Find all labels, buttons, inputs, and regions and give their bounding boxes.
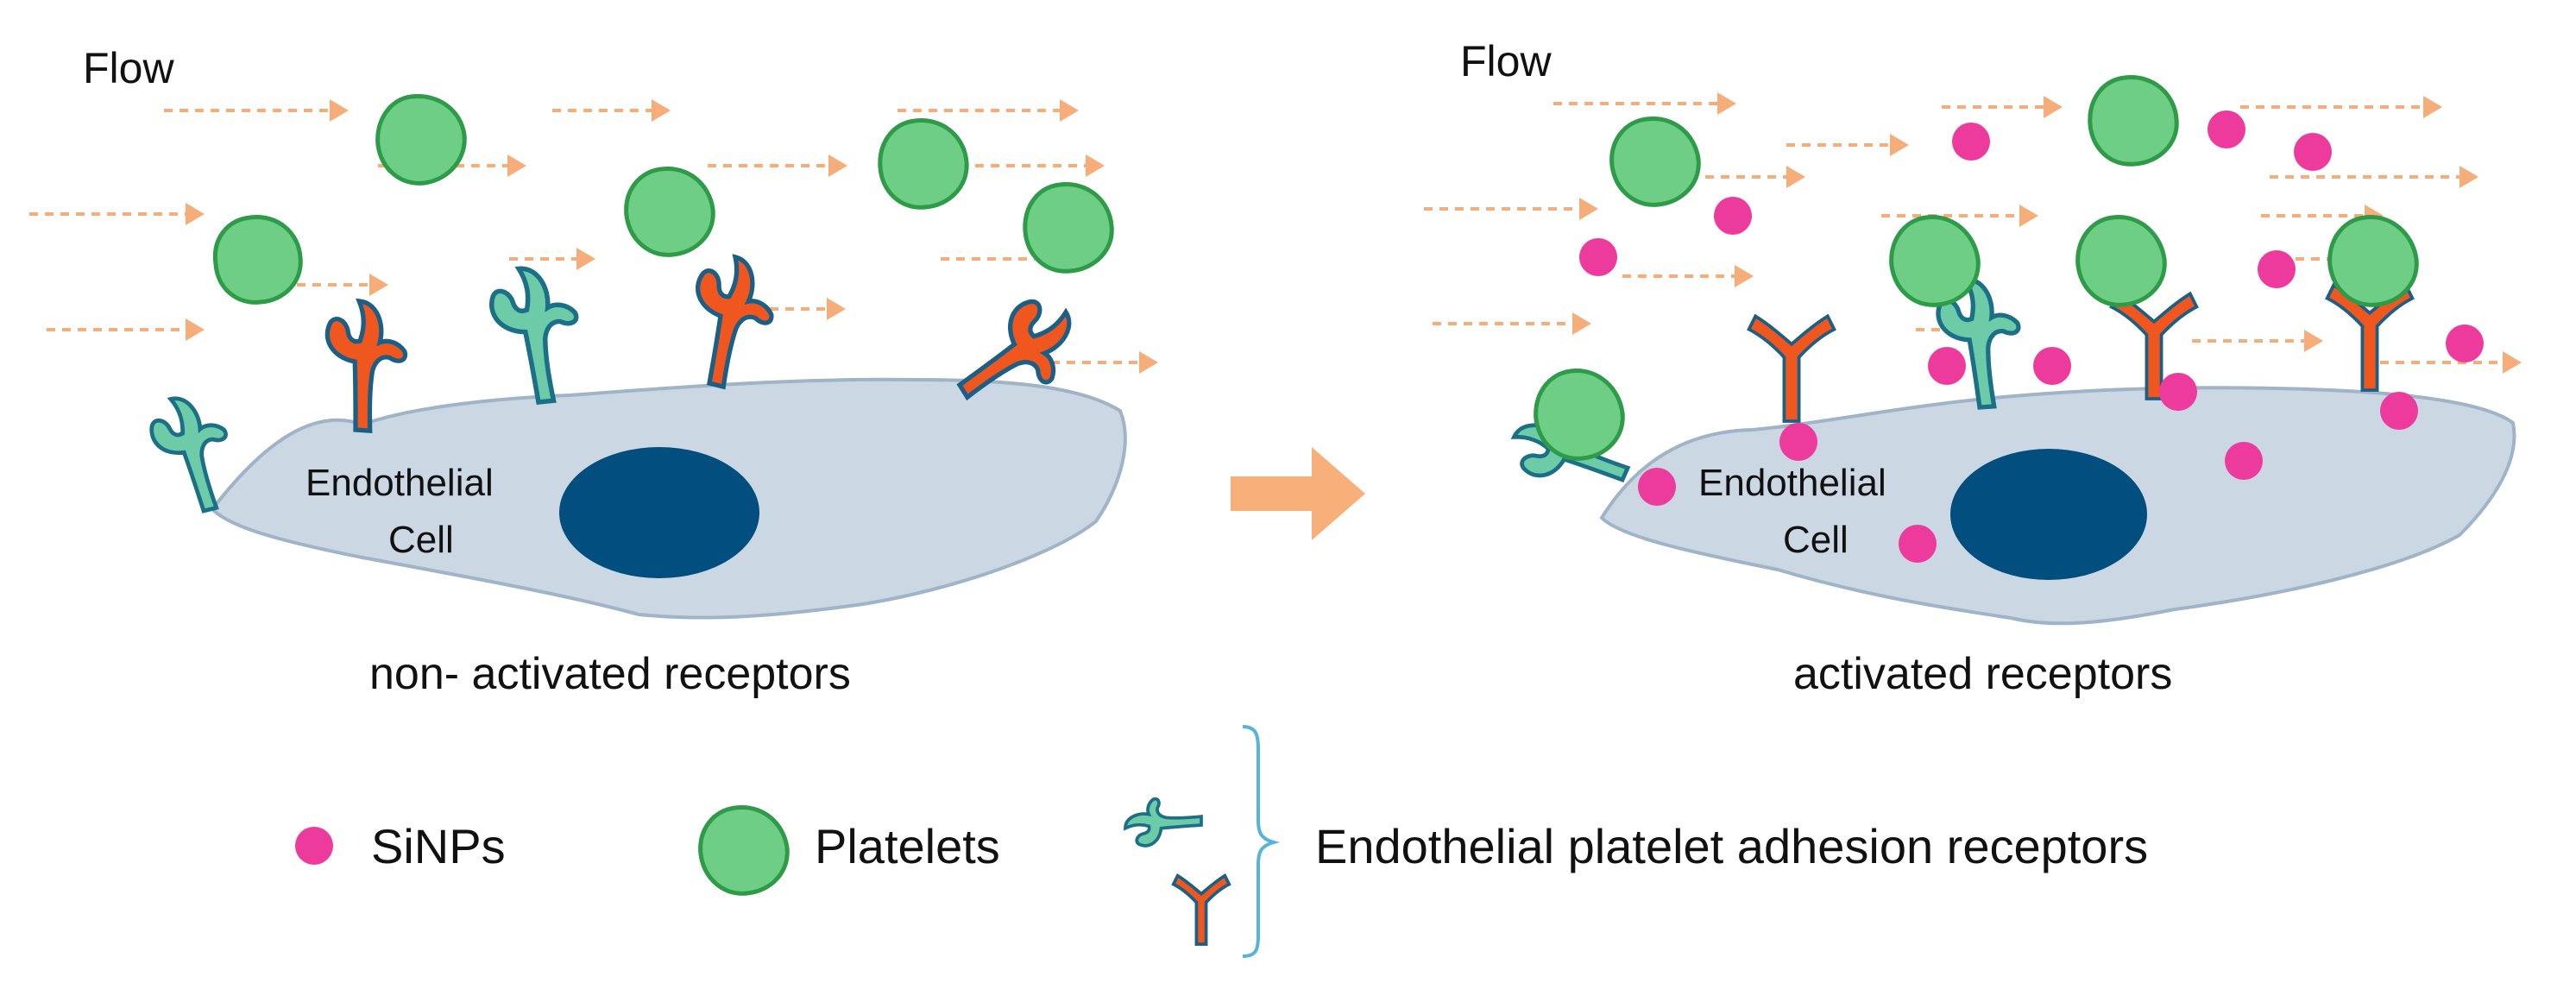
platelet [1534, 369, 1625, 461]
process-arrow [1231, 447, 1365, 540]
sinp [1952, 123, 1990, 161]
right-flow-label: Flow [1460, 37, 1552, 85]
sinp [2225, 442, 2263, 480]
platelet [2075, 215, 2167, 307]
legend-platelets-label: Platelets [815, 819, 1000, 873]
platelet [1889, 215, 1981, 307]
platelet [1609, 117, 1701, 207]
sinp [2380, 392, 2418, 430]
sinp [1579, 238, 1617, 276]
flow-arrow [1942, 96, 2063, 118]
receptor-orange [1747, 314, 1836, 423]
left-caption: non- activated receptors [369, 649, 851, 699]
platelet [2088, 75, 2179, 167]
right-cell-label-line2: Cell [1783, 519, 1849, 561]
platelet [212, 215, 303, 305]
flow-arrow [509, 248, 595, 270]
left-platelets [212, 94, 1114, 305]
legend-receptor-teal-icon [1124, 797, 1203, 848]
left-cell-label-line1: Endothelial [305, 462, 494, 504]
flow-arrow [1786, 134, 1909, 156]
flow-arrow [975, 154, 1105, 177]
sinp [1779, 423, 1817, 461]
nucleus [559, 447, 759, 578]
sinp [2159, 373, 2197, 411]
receptor-orange [321, 299, 409, 432]
platelet [2327, 215, 2419, 307]
receptor-teal [488, 263, 585, 406]
legend: SiNPs Platelets Endothelial platelet adh… [295, 725, 2148, 958]
legend-sinps-label: SiNPs [371, 819, 506, 873]
right-platelets [1534, 75, 2419, 461]
flow-arrow [29, 203, 205, 225]
left-panel: Flow Endothelial Cell [29, 44, 1158, 699]
left-flow-label: Flow [83, 44, 174, 92]
flow-arrow [1553, 92, 1736, 115]
flow-arrow [2192, 330, 2323, 352]
flow-arrow [47, 318, 205, 341]
right-caption: activated receptors [1793, 649, 2172, 699]
sinp [2208, 110, 2245, 148]
legend-sinp-icon [295, 827, 333, 865]
flow-arrow [2270, 166, 2478, 188]
sinp [2258, 250, 2296, 288]
sinp [2446, 325, 2484, 362]
flow-arrow [2365, 351, 2522, 374]
flow-arrow [1433, 312, 1591, 335]
sinp [2294, 133, 2332, 171]
legend-platelet-icon [698, 805, 790, 896]
flow-arrow [1881, 205, 2038, 227]
sinp [1714, 197, 1752, 235]
flow-arrow [552, 99, 671, 122]
receptor-orange [676, 250, 784, 394]
nucleus [1950, 449, 2147, 580]
flow-arrow [164, 99, 349, 122]
right-sinps [1579, 110, 2484, 563]
sinp [2033, 347, 2071, 385]
left-cell-label-line2: Cell [388, 519, 454, 561]
right-panel: Flow Endothelial Cell [1424, 37, 2522, 699]
platelet [1023, 182, 1114, 274]
flow-arrow [708, 154, 847, 177]
sinp [1638, 468, 1676, 506]
flow-arrow [2240, 96, 2442, 118]
sinp [1899, 525, 1937, 563]
platelet [375, 94, 467, 186]
legend-receptor-orange-icon [1171, 873, 1231, 946]
flow-arrow [1622, 265, 1754, 287]
legend-bracket [1242, 725, 1281, 958]
flow-arrow [1424, 198, 1598, 220]
sinp [1928, 347, 1966, 385]
flow-arrow [898, 99, 1079, 122]
left-flow-arrows [29, 99, 1158, 374]
right-cell-label-line1: Endothelial [1698, 462, 1886, 504]
platelet [878, 118, 969, 210]
legend-receptors-label: Endothelial platelet adhesion receptors [1315, 819, 2148, 873]
platelet [624, 167, 715, 257]
